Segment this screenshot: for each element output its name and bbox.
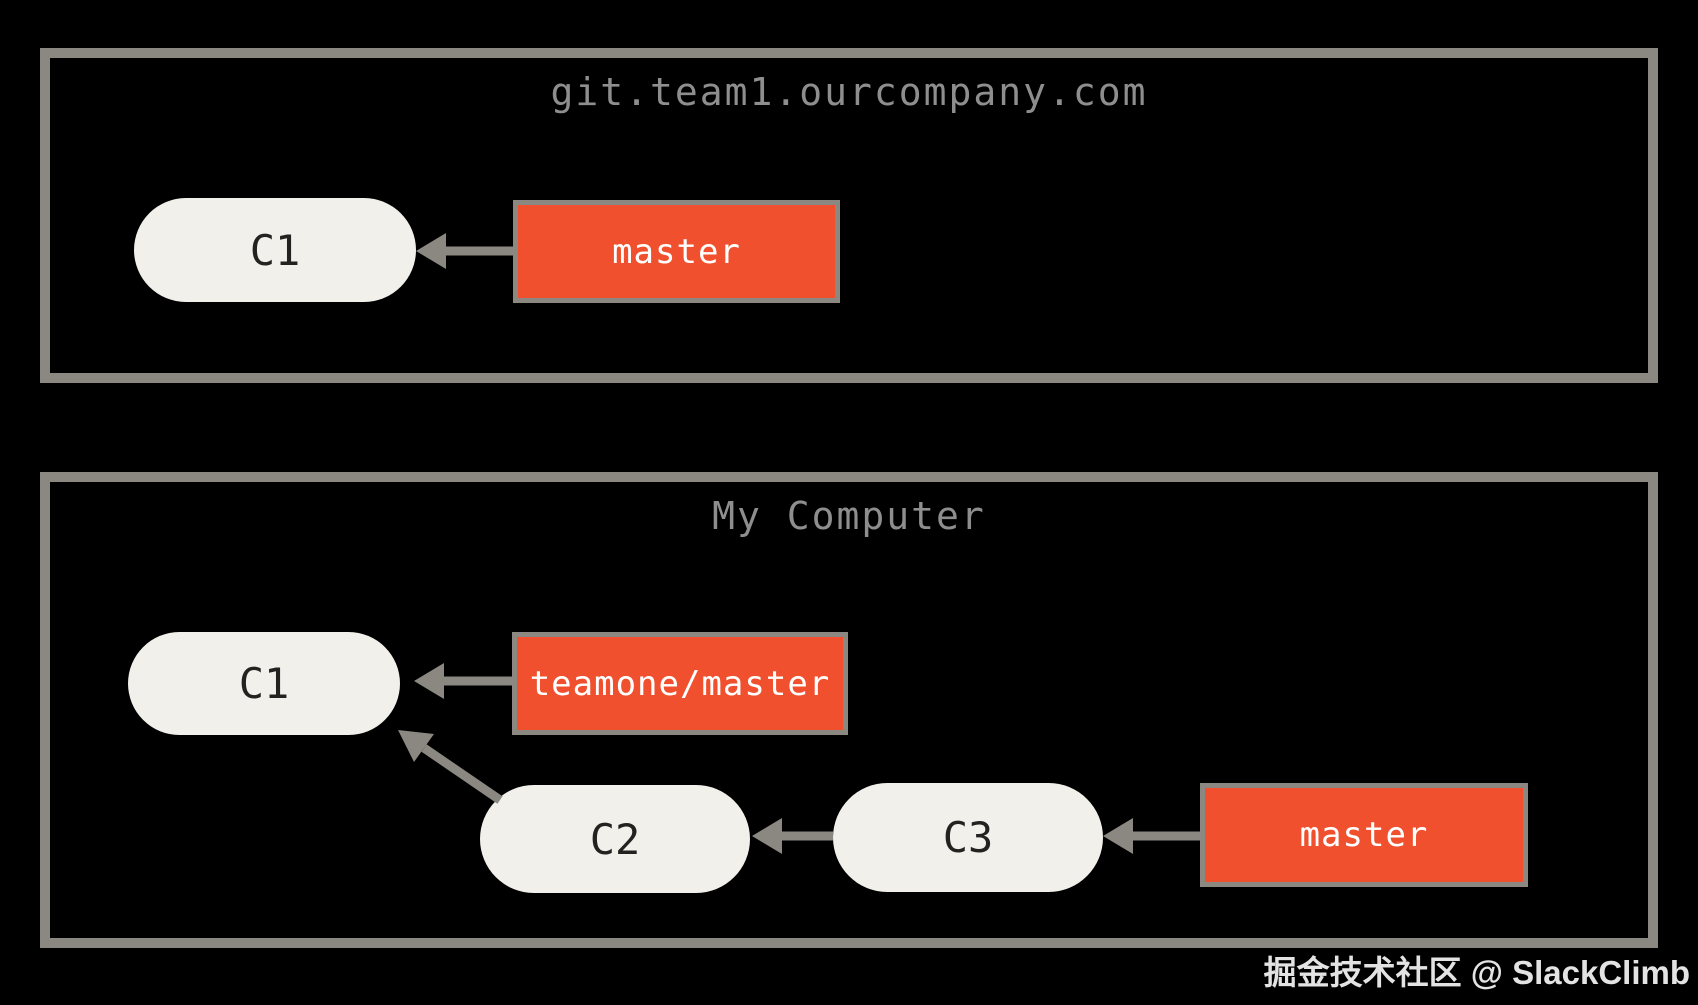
commit-node-local-c2: C2 — [480, 785, 750, 893]
commit-node-remote-c1: C1 — [134, 198, 416, 302]
commit-node-local-c3: C3 — [833, 783, 1103, 892]
commit-label: C3 — [942, 813, 994, 862]
commit-node-local-c1: C1 — [128, 632, 400, 735]
watermark: 掘金技术社区 @ SlackClimb — [1263, 954, 1690, 991]
commit-label: C1 — [249, 225, 301, 275]
remote-repo-box — [40, 48, 1658, 383]
remote-repo-title: git.team1.ourcompany.com — [550, 70, 1148, 114]
branch-label: teamone/master — [529, 663, 831, 704]
commit-label: C1 — [238, 659, 290, 708]
branch-box-remote-master: master — [513, 200, 840, 303]
branch-label: master — [1299, 815, 1429, 855]
branch-label: master — [612, 231, 741, 272]
local-repo-title: My Computer — [712, 494, 986, 538]
branch-box-local-master: master — [1200, 783, 1528, 887]
commit-label: C2 — [589, 814, 641, 864]
branch-box-teamone-master: teamone/master — [512, 632, 848, 735]
local-repo-box — [40, 472, 1658, 948]
